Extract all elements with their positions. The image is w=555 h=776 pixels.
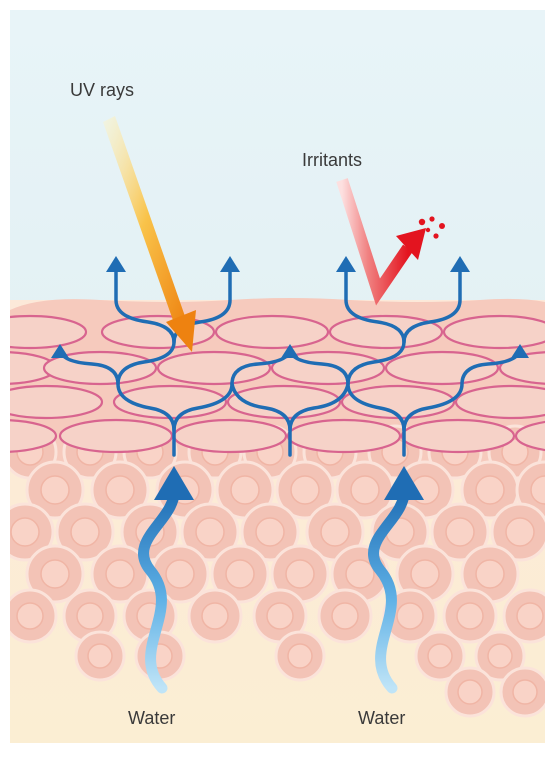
water-label-right: Water (358, 708, 405, 729)
corneocyte (288, 420, 400, 452)
cell-nucleus (457, 603, 483, 629)
cell-nucleus (71, 518, 99, 546)
cell-nucleus (226, 560, 254, 588)
cell-nucleus (17, 603, 43, 629)
cell-nucleus (288, 644, 312, 668)
cell-nucleus (488, 644, 512, 668)
cell-nucleus (106, 560, 134, 588)
corneocyte (0, 386, 102, 418)
corneocyte (174, 420, 286, 452)
cell-nucleus (458, 680, 482, 704)
uv-rays-label: UV rays (70, 80, 134, 101)
cell-nucleus (77, 603, 103, 629)
background (0, 10, 555, 745)
cell-nucleus (41, 560, 69, 588)
cell-nucleus (476, 560, 504, 588)
cell-nucleus (286, 560, 314, 588)
corneocyte (60, 420, 172, 452)
cell-nucleus (196, 518, 224, 546)
corneocyte (330, 316, 442, 348)
sky-region (10, 10, 545, 330)
cell-nucleus (411, 560, 439, 588)
cell-nucleus (506, 518, 534, 546)
cell-nucleus (321, 518, 349, 546)
cell-nucleus (267, 603, 293, 629)
cell-nucleus (351, 476, 379, 504)
irritants-label: Irritants (302, 150, 362, 171)
corneocyte (0, 316, 86, 348)
cell-nucleus (446, 518, 474, 546)
cell-nucleus (106, 476, 134, 504)
corneocyte (444, 316, 555, 348)
corneocyte (386, 352, 498, 384)
cell-nucleus (166, 560, 194, 588)
cell-nucleus (332, 603, 358, 629)
corneocyte (158, 352, 270, 384)
cell-nucleus (41, 476, 69, 504)
cell-nucleus (291, 476, 319, 504)
cell-nucleus (397, 603, 423, 629)
cell-nucleus (476, 476, 504, 504)
cell-nucleus (231, 476, 259, 504)
cell-nucleus (256, 518, 284, 546)
corneocyte (402, 420, 514, 452)
cell-nucleus (531, 476, 555, 504)
cell-nucleus (513, 680, 537, 704)
cell-nucleus (428, 644, 452, 668)
cell-nucleus (517, 603, 543, 629)
corneocyte (456, 386, 555, 418)
cell-nucleus (88, 644, 112, 668)
water-label-left: Water (128, 708, 175, 729)
cell-nucleus (346, 560, 374, 588)
cell-nucleus (11, 518, 39, 546)
cell-nucleus (202, 603, 228, 629)
corneocyte (216, 316, 328, 348)
